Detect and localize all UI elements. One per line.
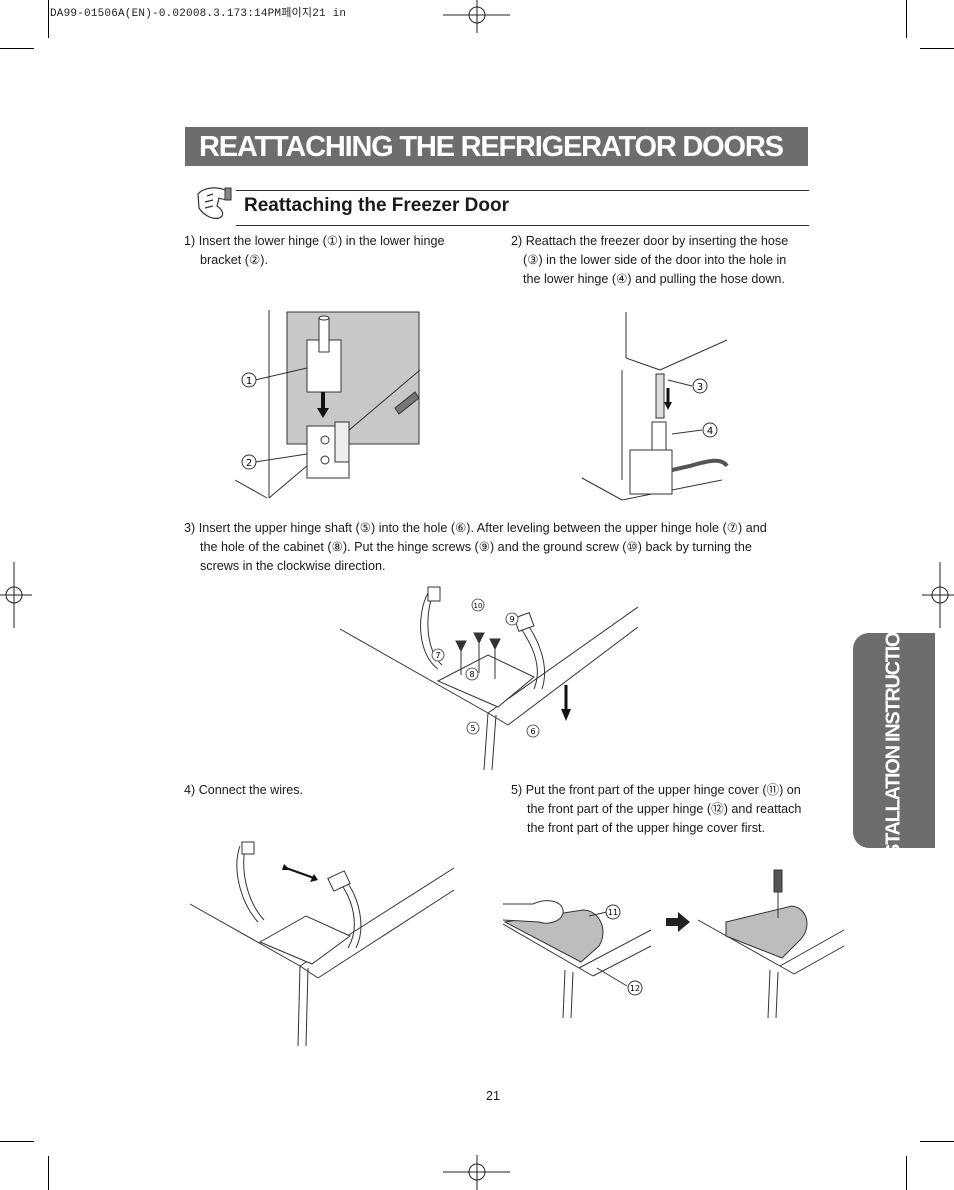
print-mark: DA99-01506A(EN)-0.02008.3.173:14PM페이지21 … (50, 8, 347, 20)
step-5-text: 5) Put the front part of the upper hinge… (511, 781, 801, 838)
step-3-line: 3) Insert the upper hinge shaft (⑤) into… (184, 521, 767, 535)
step-5-line: 5) Put the front part of the upper hinge… (511, 783, 801, 797)
side-tab: INSTALLATION INSTRUCTIONS (853, 607, 935, 874)
callout-5: 5 (470, 724, 475, 733)
callout-1: 1 (246, 376, 252, 387)
step-1-line: 1) Insert the lower hinge (①) in the low… (184, 234, 445, 248)
side-tab-label: INSTALLATION INSTRUCTIONS (882, 607, 905, 874)
callout-4: 4 (707, 426, 713, 437)
step-1-text: 1) Insert the lower hinge (①) in the low… (184, 232, 445, 270)
figure-upper-hinge: 10 9 7 8 5 6 (339, 586, 639, 771)
section-rule-top (236, 190, 809, 191)
step-1-line: bracket (②). (200, 253, 268, 267)
step-3-line: the hole of the cabinet (⑧). Put the hin… (200, 540, 752, 554)
step-2-line: 2) Reattach the freezer door by insertin… (511, 234, 789, 248)
figure-hinge-cover-screw (697, 869, 845, 1019)
callout-8: 8 (469, 670, 474, 679)
callout-12: 12 (630, 984, 640, 993)
step-5-line: the front part of the upper hinge (⑫) an… (527, 802, 802, 816)
figure-hinge-cover-press: 11 12 (503, 900, 652, 1019)
section-rule-bottom (236, 225, 809, 226)
page-number: 21 (486, 1089, 500, 1103)
step-3-line: screws in the clockwise direction. (200, 559, 386, 573)
page-title: REATTACHING THE REFRIGERATOR DOORS (199, 131, 784, 163)
figure-door-hose: 3 4 (582, 312, 729, 501)
callout-6: 6 (530, 727, 535, 736)
step-5-line: the front part of the upper hinge cover … (527, 821, 766, 835)
callout-9: 9 (509, 615, 514, 624)
figure-connect-wires (189, 841, 455, 1047)
callout-11: 11 (608, 908, 618, 917)
step-4-text: 4) Connect the wires. (184, 781, 303, 800)
callout-10: 10 (474, 602, 483, 610)
hand-pointer-icon (197, 187, 232, 219)
callout-2: 2 (246, 458, 252, 469)
figure-lower-hinge: 1 2 (235, 310, 421, 499)
callout-3: 3 (697, 382, 703, 393)
title-bar: REATTACHING THE REFRIGERATOR DOORS (185, 127, 808, 166)
right-arrow-icon (666, 912, 690, 932)
step-2-text: 2) Reattach the freezer door by insertin… (511, 232, 788, 289)
callout-7: 7 (435, 651, 440, 660)
step-4-line: 4) Connect the wires. (184, 783, 303, 797)
step-2-line: (③) in the lower side of the door into t… (523, 253, 787, 267)
step-3-text: 3) Insert the upper hinge shaft (⑤) into… (184, 519, 767, 576)
step-2-line: the lower hinge (④) and pulling the hose… (523, 272, 785, 286)
section-title: Reattaching the Freezer Door (244, 195, 509, 216)
